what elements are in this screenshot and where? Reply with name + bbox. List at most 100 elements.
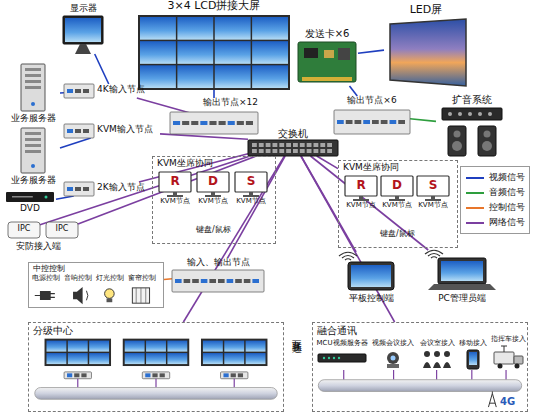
network-switch-art-shape [307, 149, 312, 153]
tablet-client-art-shape [348, 262, 394, 290]
central-control-box-art-shape [136, 288, 146, 303]
node-label: KVM坐席协同 [157, 159, 213, 169]
io-node-art-shape [252, 279, 259, 283]
branch-center-group-art-shape [89, 353, 109, 364]
node-sublabel: KVM节点 [196, 198, 230, 206]
ip-camera: IPC [8, 222, 40, 238]
audio-system-art-shape [468, 112, 472, 116]
legend-row: 控制信号 [465, 200, 525, 215]
monitor-art-shape [63, 16, 103, 44]
kvm-monitor: RKVM节点 [158, 172, 192, 206]
output-node-art-shape [381, 120, 388, 124]
mcu-server-art-shape [323, 357, 325, 359]
server: 业务服务器 [6, 64, 60, 124]
branch-center-group-art-shape [46, 341, 66, 352]
lcd-video-wall-art-shape [252, 65, 288, 88]
vertical-label: 互联互通 [291, 332, 302, 336]
tablet-client-art-shape [351, 265, 391, 287]
branch-center-group-art-shape [203, 341, 223, 352]
annotation-label: 电源控制 [32, 275, 60, 283]
branch-center-group-art-shape [35, 388, 277, 400]
input-node-art-shape [64, 124, 94, 138]
legend-swatch [466, 207, 484, 209]
ip-camera-art-group [46, 222, 78, 238]
network-switch-art-shape [266, 143, 271, 147]
io-node-art-shape [175, 279, 182, 283]
annotation-label: 窗帘控制 [128, 275, 156, 283]
audio-system-art-shape [448, 112, 452, 116]
video-conference-art-shape [387, 352, 399, 364]
led-screen-art [384, 4, 468, 86]
pc-admin-client-art-shape [438, 258, 486, 284]
node-label: 融合通讯 [317, 325, 357, 336]
lcd-video-wall-art-shape [138, 15, 290, 90]
lcd-video-wall-art-shape [177, 17, 213, 40]
network-switch-art-shape [293, 149, 298, 153]
io-node-art-group [172, 270, 264, 292]
node-label: D [380, 179, 414, 192]
mobile-access: 移动接入 [458, 340, 488, 370]
server-art-shape [25, 150, 41, 153]
central-control-box: 中控控制 [28, 262, 164, 308]
tablet-client: 平板控制端 [340, 252, 402, 304]
node-sublabel: KVM节点 [380, 202, 414, 210]
pc-admin-client-art-shape [425, 250, 443, 254]
annotation-label: 灯光控制 [96, 275, 124, 283]
kvm-monitor-art-shape [417, 176, 449, 196]
branch-center-group-art-shape [89, 341, 109, 352]
node-sublabel: KVM节点 [344, 202, 378, 210]
node-label: 3×4 LCD拼接大屏 [138, 0, 290, 12]
node-label: KVM坐席协同 [343, 163, 399, 173]
signal-connector [56, 196, 74, 199]
node-label: 发送卡×6 [296, 28, 358, 39]
sender-card-art-shape [298, 42, 356, 82]
ip-camera-art-group [8, 222, 40, 238]
network-switch-art-shape [286, 143, 291, 147]
signal-connector [213, 90, 215, 98]
node-label: 业务服务器 [6, 114, 60, 124]
node-label: 移动接入 [458, 340, 488, 348]
kvm-monitor-art-shape [211, 192, 215, 195]
pc-admin-client-art-group [425, 250, 496, 290]
converged-comm-group-art-shape [436, 370, 437, 380]
input-node-art-shape [83, 129, 89, 133]
lcd-video-wall-art-shape [140, 65, 176, 88]
node-label: 中控控制 [33, 265, 65, 274]
kvm-monitor-art-group [381, 176, 413, 201]
kvm-monitor-art-group [345, 176, 377, 201]
node-label: 业务服务器 [6, 176, 60, 186]
output-node-art-shape [228, 121, 235, 125]
output-node-art-shape [246, 121, 253, 125]
node-label: S [234, 175, 268, 188]
network-switch-art-shape [252, 149, 257, 153]
kvm-monitor: RKVM节点 [344, 176, 378, 210]
legend-text: 音频信号 [489, 186, 525, 199]
mobile-access-art-shape [469, 352, 477, 365]
server-art-group [21, 64, 45, 111]
monitor-art-shape [65, 18, 101, 42]
central-control-box-art-shape [86, 291, 87, 301]
server: 业务服务器 [6, 128, 60, 186]
network-switch-art-shape [252, 143, 257, 147]
meeting-room-art-shape [424, 351, 430, 357]
branch-center-group-art-shape [45, 339, 111, 366]
kvm-monitor-art-group [235, 172, 267, 197]
server-art-shape [25, 144, 41, 147]
audio-system-art-shape [478, 112, 482, 116]
command-vehicle-art-group [494, 346, 523, 369]
audio-system-art-group [442, 108, 502, 156]
dvd-player-art-shape [6, 192, 54, 202]
network-switch-art-group [248, 140, 338, 156]
network-switch-art-shape [279, 143, 284, 147]
signal-connector [60, 138, 91, 148]
legend-swatch [466, 222, 484, 224]
node-label: 输出节点×12 [203, 98, 258, 108]
node-label: 4K输入节点 [97, 85, 145, 95]
kvm-monitor: SKVM节点 [234, 172, 268, 206]
branch-center-group-art-shape [201, 339, 267, 366]
legend-row: 音频信号 [465, 185, 525, 200]
audio-system-art-shape [448, 126, 466, 156]
mcu-server-art-shape [333, 357, 335, 359]
branch-center-group-art-shape [167, 353, 187, 364]
